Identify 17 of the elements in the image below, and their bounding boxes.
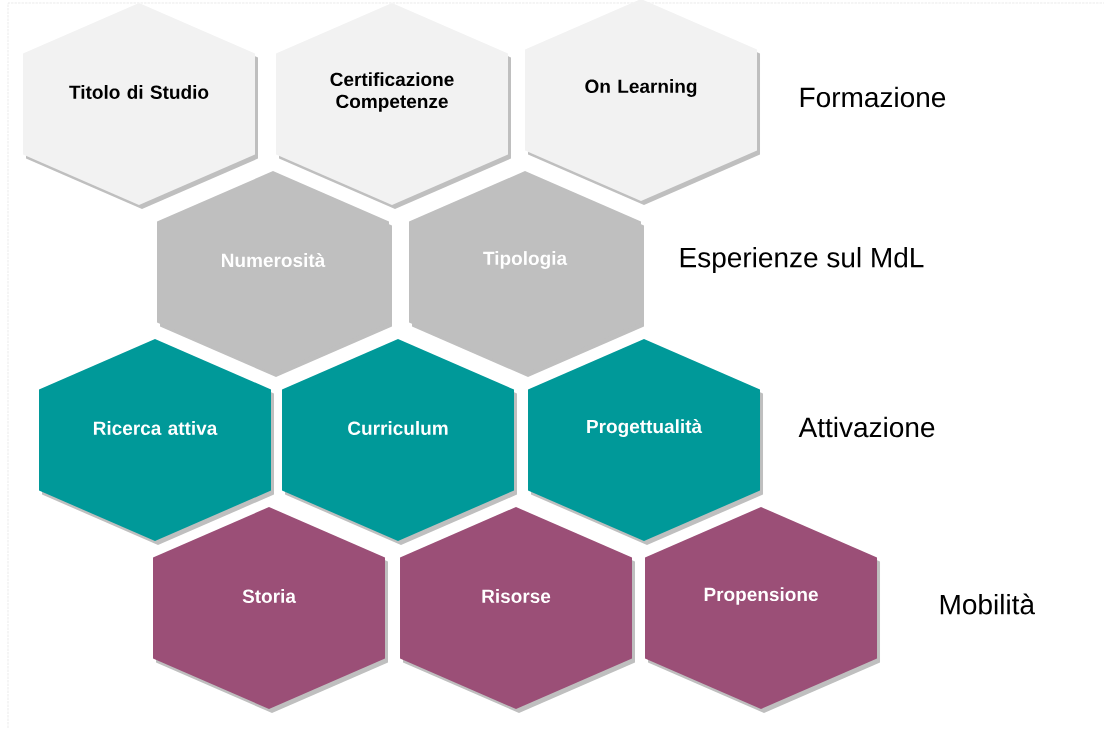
hexagon: Risorse [400, 507, 635, 713]
hexagon: Tipologia [409, 171, 644, 377]
node-label: Curriculum [348, 421, 448, 435]
hexagon: Certificazione Competenze [276, 3, 511, 209]
hexagon: Numerosità [157, 171, 392, 377]
hexagon: Progettualità [528, 339, 763, 545]
node-label: Certificazione Competenze [330, 72, 454, 112]
hexagon: Ricerca attiva [39, 339, 274, 545]
hexagon: Titolo di Studio [23, 3, 258, 209]
row-label: Mobilità [940, 593, 1035, 615]
hexagon: On Learning [525, 0, 760, 205]
row-label: Attivazione [798, 416, 935, 438]
hexagon: Storia [153, 507, 388, 713]
row-label: Formazione [800, 86, 946, 108]
hexagon: Propensione [645, 507, 880, 713]
row-label: Esperienze sul MdL [680, 246, 924, 274]
hexagon: Curriculum [282, 339, 517, 545]
